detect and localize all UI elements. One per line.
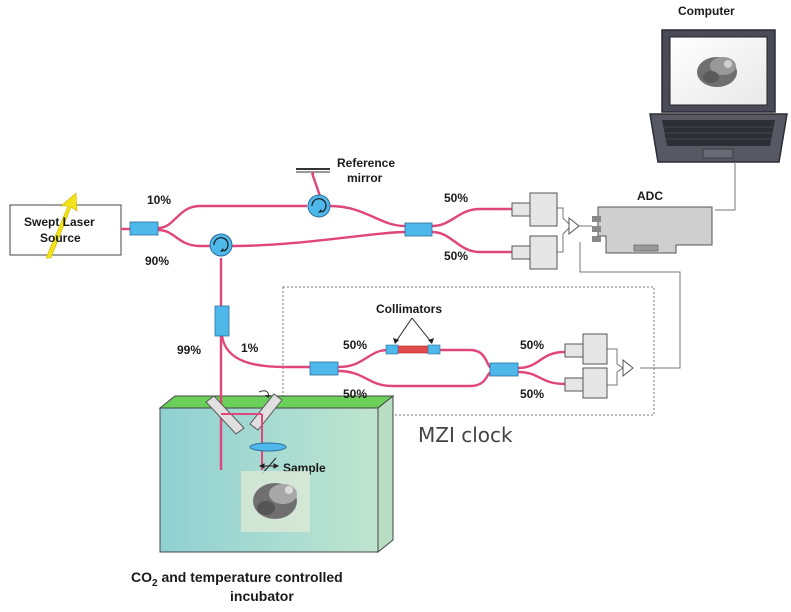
source-label-line1: Swept Laser [24, 215, 95, 229]
computer: Computer [649, 4, 788, 163]
mzi-clock-box [282, 286, 655, 416]
mzi-out-top-label: 50% [520, 338, 544, 352]
adc-card: ADC [592, 189, 713, 254]
coupler-99-1 [214, 305, 230, 337]
reference-label-line1: Reference [337, 156, 395, 170]
computer-label: Computer [678, 4, 735, 18]
out-top-label: 50% [444, 191, 468, 205]
objective-lens [249, 442, 287, 452]
reference-label-line2: mirror [347, 171, 383, 185]
split-1-label: 1% [241, 341, 259, 355]
coupler-10-90 [129, 221, 159, 236]
split-90-label: 90% [145, 254, 169, 268]
mzi-out-bottom-label: 50% [520, 387, 544, 401]
split-10-label: 10% [147, 193, 171, 207]
embryo-sample [241, 471, 310, 532]
source-label-line2: Source [40, 231, 81, 245]
incubator-caption-line2: incubator [230, 588, 294, 604]
computer-cable [715, 162, 736, 211]
coupler-mzi-in [309, 361, 339, 376]
circulator-sample [209, 233, 233, 257]
coupler-50-50 [404, 222, 433, 237]
mzi-clock-label: MZI clock [418, 423, 513, 447]
mzi-in-bottom-label: 50% [343, 387, 367, 401]
embryo-screen-image [697, 57, 737, 87]
reference-mirror [296, 168, 330, 177]
swept-laser-source: Swept Laser Source [9, 192, 122, 259]
collimators-label: Collimators [376, 302, 442, 316]
split-99-label: 99% [177, 343, 201, 357]
circulator-reference [307, 194, 331, 218]
signal-lines [557, 207, 681, 386]
adc-label: ADC [637, 189, 663, 203]
collimators [385, 317, 441, 355]
balanced-detector-main [511, 192, 580, 270]
incubator-caption-line1: CO2 and temperature controlled [131, 569, 343, 589]
balanced-detector-mzi [564, 333, 634, 399]
coupler-mzi-out [489, 362, 519, 377]
out-bottom-label: 50% [444, 249, 468, 263]
couplers [129, 221, 519, 377]
laser-arrow-icon [45, 192, 78, 259]
mzi-in-top-label: 50% [343, 338, 367, 352]
